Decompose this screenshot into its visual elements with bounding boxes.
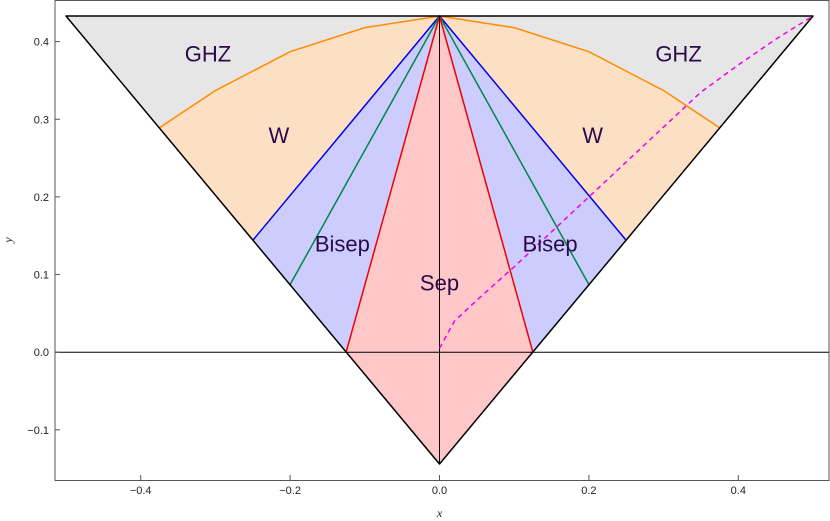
curve-magenta-dashed	[438, 15, 814, 349]
y-tick-label: 0.4	[34, 37, 49, 49]
region-label-ghz: GHZ	[655, 41, 701, 66]
x-axis-title: x	[436, 506, 443, 520]
y-tick-label: 0.2	[34, 192, 49, 204]
x-tick-label: 0.4	[731, 485, 746, 497]
x-tick-label: −0.4	[130, 485, 152, 497]
y-tick-label: 0.0	[34, 347, 49, 359]
region-label-bisep: Bisep	[523, 231, 578, 256]
region-label-w: W	[269, 123, 290, 148]
x-tick-label: −0.2	[279, 485, 301, 497]
y-axis-title: y	[1, 237, 15, 244]
x-tick-label: 0.2	[581, 485, 596, 497]
y-tick-label: 0.3	[34, 114, 49, 126]
region-label-bisep: Bisep	[315, 231, 370, 256]
region-label-ghz: GHZ	[185, 41, 231, 66]
region-label-sep: Sep	[420, 270, 459, 295]
y-tick-label: −0.1	[27, 425, 49, 437]
x-tick-label: 0.0	[432, 485, 447, 497]
region-label-w: W	[582, 123, 603, 148]
y-tick-label: 0.1	[34, 270, 49, 282]
